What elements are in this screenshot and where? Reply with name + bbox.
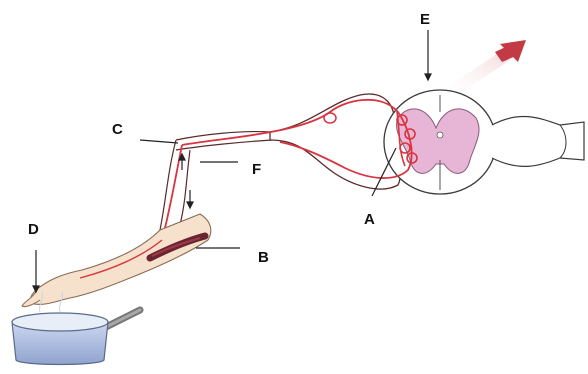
label-c: C bbox=[112, 122, 123, 137]
spinal-cord bbox=[384, 90, 584, 194]
impulse-direction-arrows bbox=[179, 154, 193, 208]
label-d: D bbox=[28, 222, 39, 237]
label-a: A bbox=[364, 212, 375, 227]
arm bbox=[22, 214, 211, 307]
label-e: E bbox=[420, 12, 430, 27]
label-b: B bbox=[258, 250, 269, 265]
label-f: F bbox=[252, 162, 261, 177]
